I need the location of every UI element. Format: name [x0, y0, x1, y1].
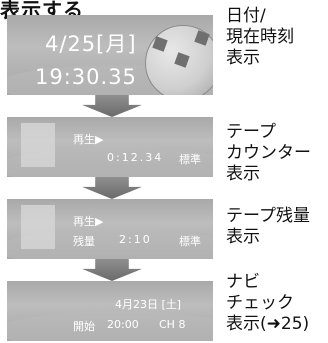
down-arrow-icon — [82, 259, 142, 281]
player-silhouette-icon — [21, 123, 55, 167]
display-panel-navi: 4月23日 [土] 開始 20:00 CH 8 — [7, 281, 213, 341]
down-arrow-icon — [82, 177, 142, 199]
soccer-ball-icon — [145, 25, 213, 95]
display-panel-remaining: 再生▶ 残量 2:10 標準 — [7, 199, 213, 259]
time-display: 19:30.35 — [35, 65, 137, 89]
recording-quality: 標準 — [179, 153, 201, 166]
down-arrow-icon — [82, 95, 142, 117]
label-tape-remaining: テープ残量 表示 — [226, 206, 310, 247]
start-time: 20:00 — [107, 318, 139, 331]
display-panel-datetime: 4/25[月] 19:30.35 — [7, 15, 213, 95]
label-navi-check: ナビ チェック 表示(➜25) — [226, 272, 310, 334]
remaining-value: 2:10 — [119, 233, 152, 246]
remaining-label: 残量 — [73, 235, 95, 248]
start-label: 開始 — [73, 320, 95, 333]
program-date: 4月23日 [土] — [115, 298, 182, 311]
recording-quality: 標準 — [179, 235, 201, 248]
label-tape-counter: テープ カウンター 表示 — [226, 122, 311, 184]
play-mode-indicator: 再生▶ — [73, 133, 104, 146]
play-mode-indicator: 再生▶ — [73, 215, 104, 228]
date-display: 4/25[月] — [45, 32, 137, 56]
label-datetime: 日付/ 現在時刻 表示 — [226, 6, 294, 68]
player-silhouette-icon — [21, 205, 55, 249]
display-panel-counter: 再生▶ 0:12.34 標準 — [7, 117, 213, 177]
channel-label: CH 8 — [159, 318, 186, 331]
tape-counter-value: 0:12.34 — [107, 151, 164, 164]
